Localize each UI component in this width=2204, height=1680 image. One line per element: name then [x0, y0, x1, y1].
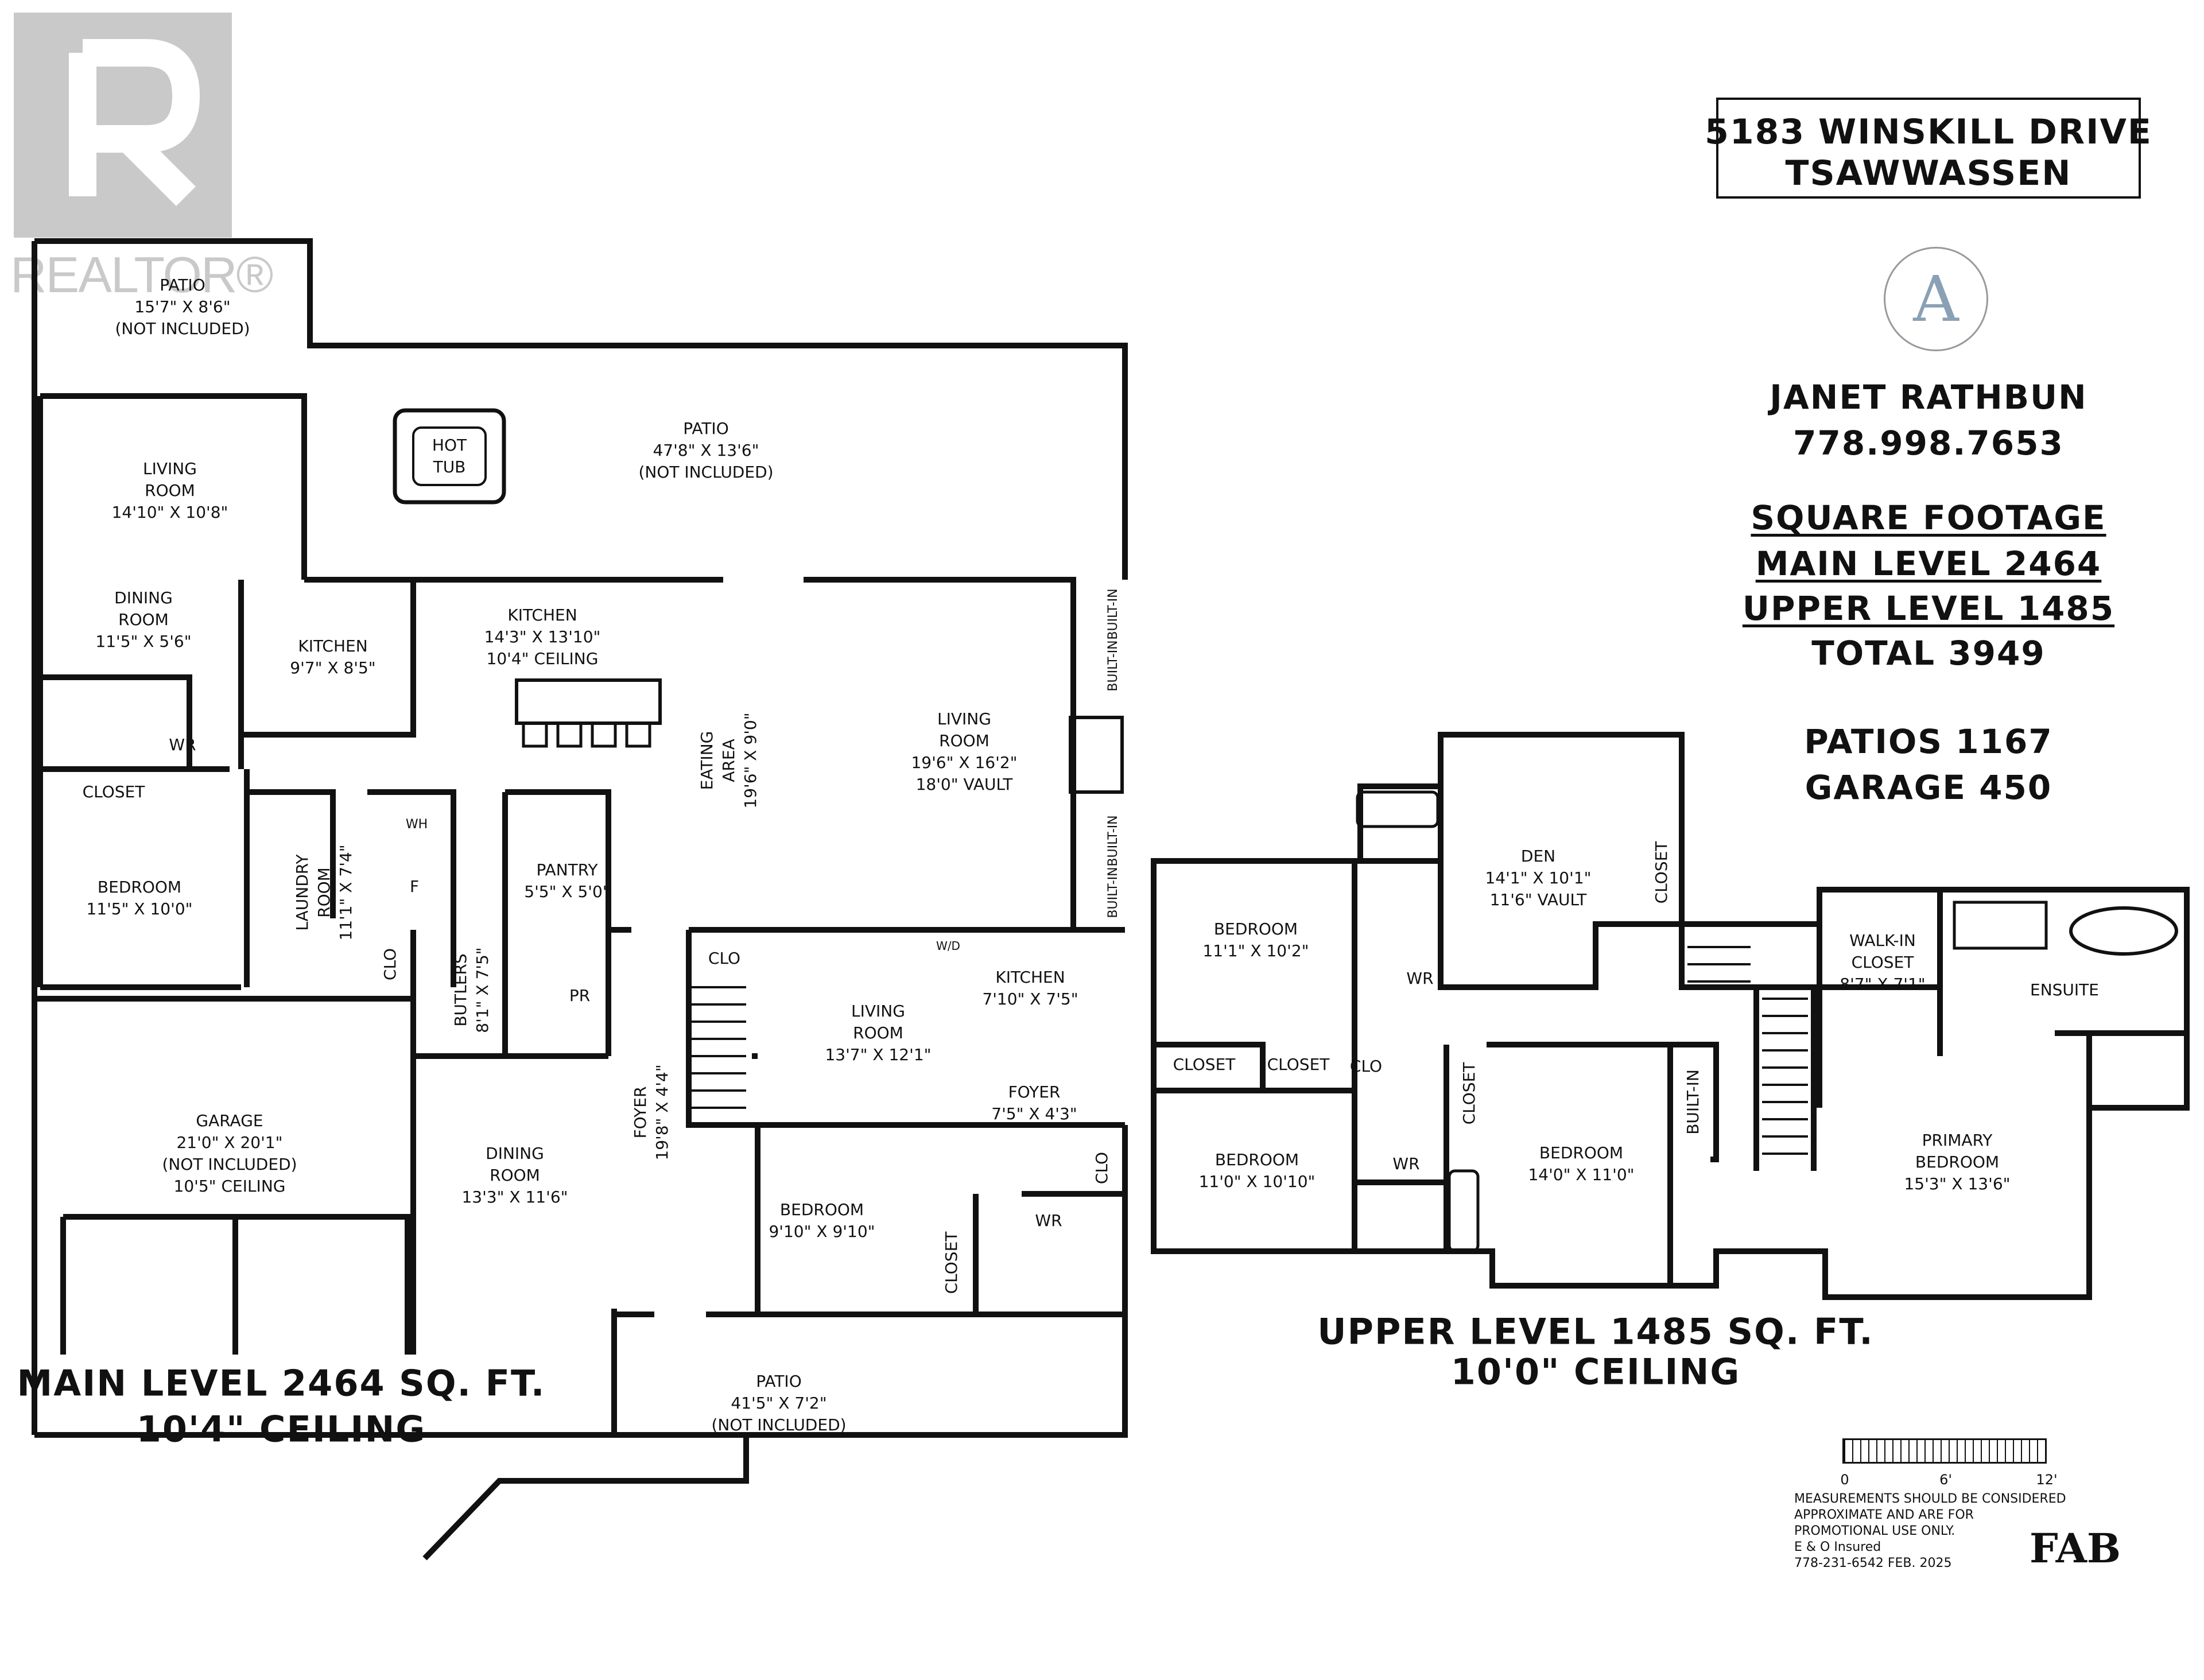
label-wr-upper-2: WR: [1392, 1154, 1420, 1173]
label-closet-west: CLOSET: [82, 782, 145, 801]
address-line-2: TSAWWASSEN: [1785, 153, 2072, 193]
main-level-caption: MAIN LEVEL 2464 SQ. FT.: [17, 1362, 546, 1404]
sqft-garage: GARAGE 450: [1805, 768, 2052, 807]
label-built-in-upper: BUILT-IN: [1683, 1069, 1702, 1135]
label-wr-upper-1: WR: [1406, 969, 1434, 988]
agent-name: JANET RATHBUN: [1770, 378, 2087, 417]
built-in-1: BUILT-IN: [1106, 588, 1120, 640]
upper-level-caption: UPPER LEVEL 1485 SQ. FT.: [1317, 1310, 1874, 1353]
sqft-title: SQUARE FOOTAGE: [1751, 498, 2106, 537]
advantage-seal: A: [1884, 247, 1988, 351]
scale-tick-12: 12': [2036, 1472, 2058, 1488]
sqft-patios: PATIOS 1167: [1804, 722, 2053, 761]
label-closet-upper-3: CLOSET: [1460, 1062, 1479, 1125]
label-clo-suite: CLO: [1092, 1151, 1111, 1185]
label-closet-upper-1: CLOSET: [1173, 1055, 1236, 1074]
disclaimer: MEASUREMENTS SHOULD BE CONSIDERED APPROX…: [1794, 1492, 2066, 1570]
label-wr-suite: WR: [1035, 1211, 1062, 1230]
seal-letter-icon: A: [1913, 262, 1959, 336]
label-f: F: [409, 877, 420, 896]
address-box: [1716, 98, 2141, 199]
built-in-4: BUILT-IN: [1106, 867, 1120, 918]
scale-tick-6: 6': [1939, 1472, 1952, 1488]
built-in-3: BUILT-IN: [1106, 815, 1120, 867]
scale-tick-0: 0: [1840, 1472, 1849, 1488]
label-pr: PR: [569, 986, 591, 1005]
label-closet-upper-2: CLOSET: [1267, 1055, 1330, 1074]
address-line-1: 5183 WINSKILL DRIVE: [1705, 112, 2152, 152]
sqft-total: TOTAL 3949: [1811, 634, 2046, 673]
realtor-wordmark: REALTOR®: [10, 246, 273, 303]
fab-logo: FAB: [2030, 1524, 2121, 1572]
room-ensuite: ENSUITE: [2030, 980, 2099, 999]
built-in-2: BUILT-IN: [1106, 640, 1120, 692]
sqft-main-level: MAIN LEVEL 2464: [1755, 544, 2102, 583]
upper-level-ceiling: 10'0" CEILING: [1450, 1351, 1741, 1393]
label-clo-foyer: CLO: [708, 949, 741, 968]
label-wh: WH: [405, 817, 428, 832]
label-wd: W/D: [936, 939, 960, 953]
main-level-ceiling: 10'4" CEILING: [136, 1408, 426, 1450]
label-closet-den: CLOSET: [1652, 841, 1671, 904]
sqft-upper-level: UPPER LEVEL 1485: [1742, 589, 2115, 628]
scale-bar: [1842, 1438, 2047, 1464]
label-clo-laundry: CLO: [381, 948, 399, 981]
agent-phone: 778.998.7653: [1793, 424, 2064, 463]
label-closet-suite: CLOSET: [942, 1231, 961, 1294]
label-clo-upper: CLO: [1349, 1057, 1383, 1076]
label-wr-main: WR: [169, 735, 196, 754]
realtor-logo: [14, 13, 232, 238]
